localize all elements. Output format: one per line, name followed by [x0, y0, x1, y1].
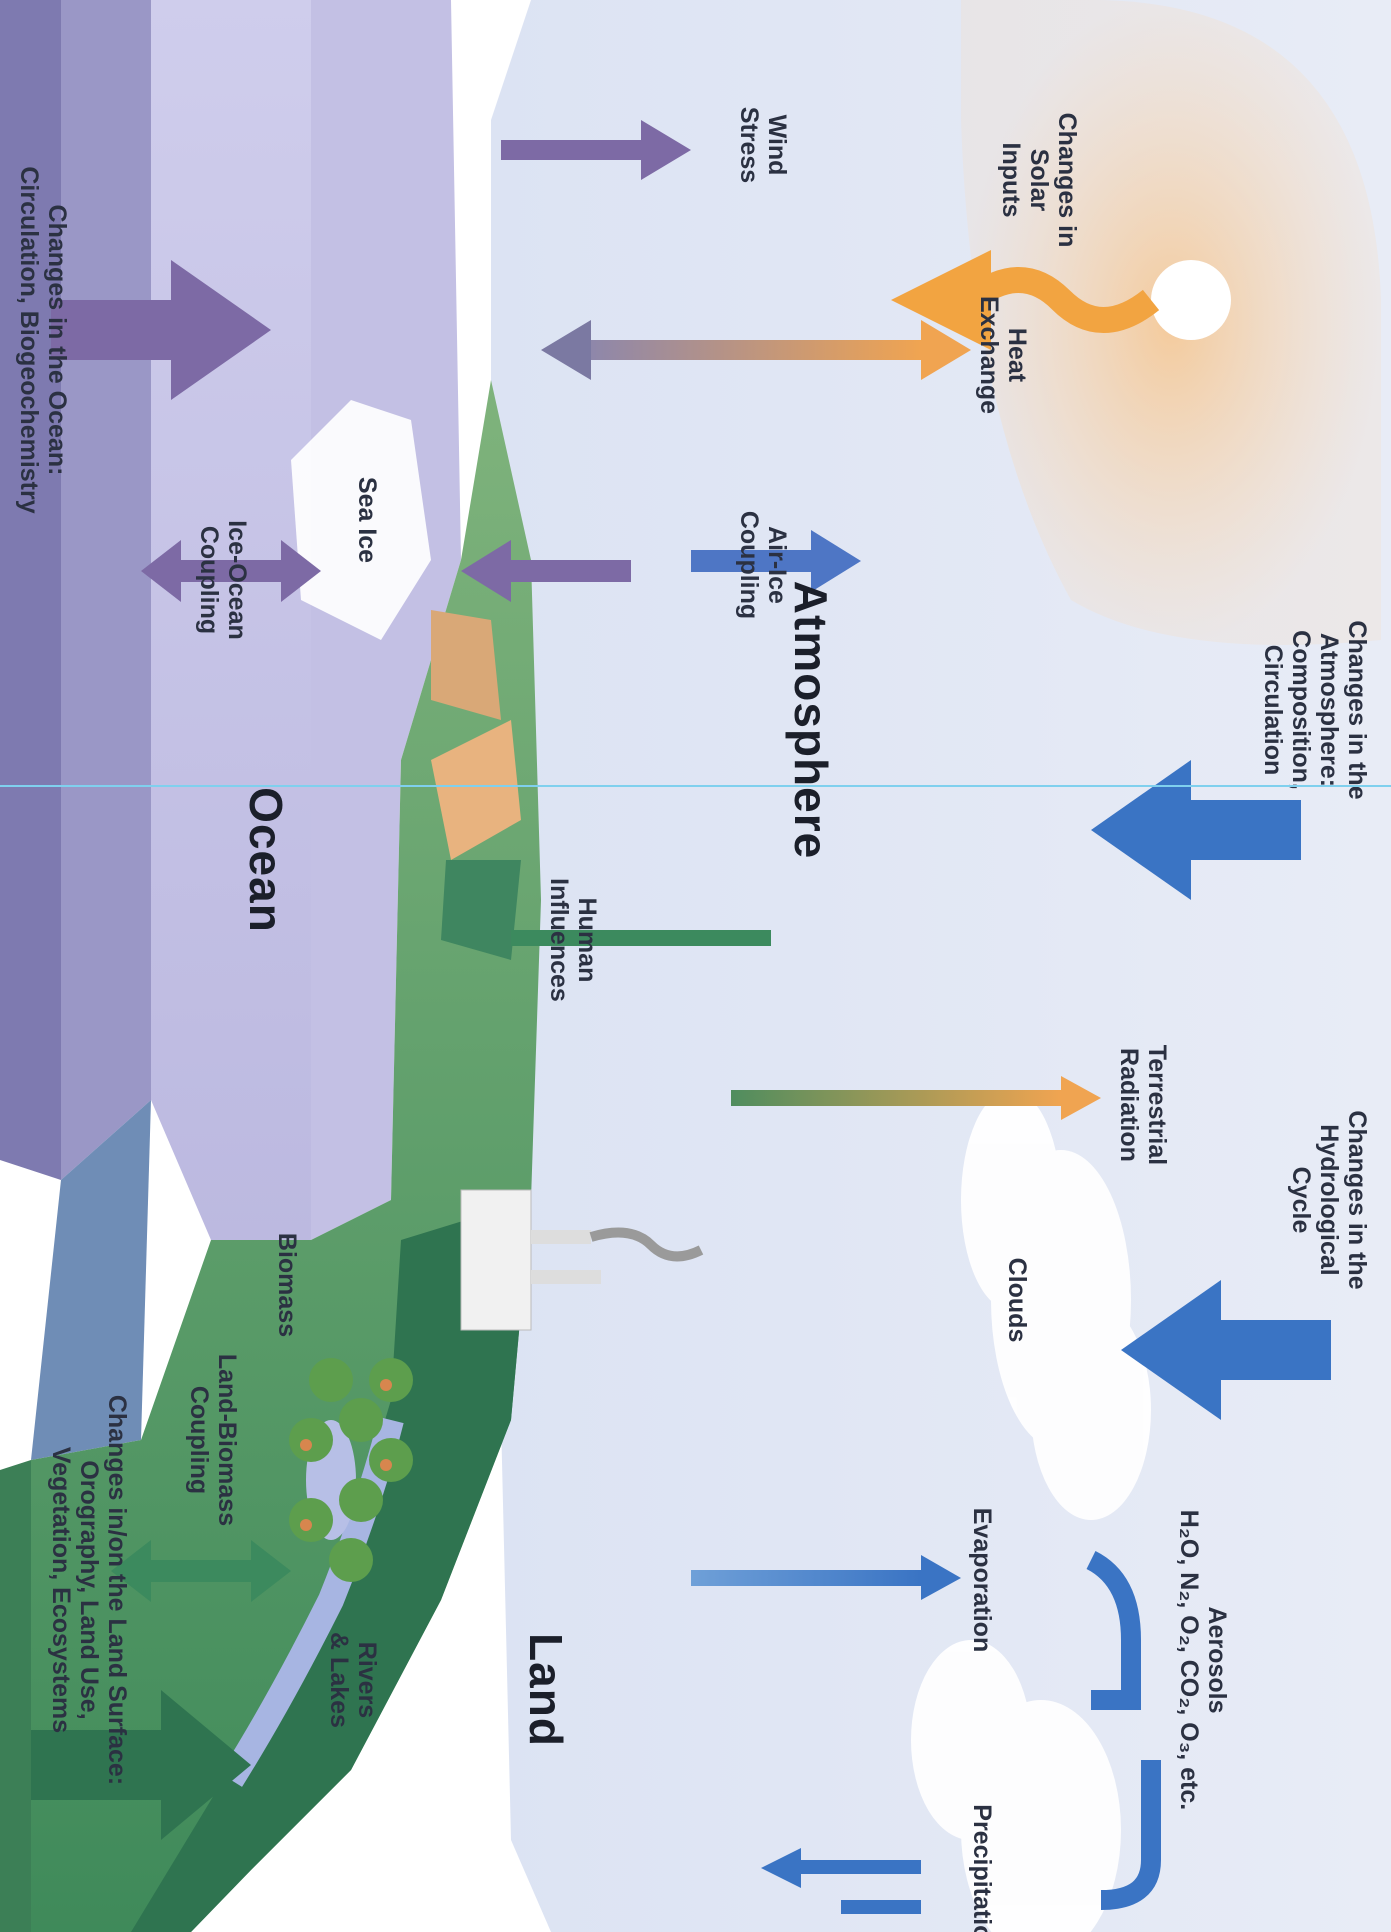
label-aerosols: Aerosols H₂O, N₂, O₂, CO₂, O₃, etc.: [1175, 1440, 1231, 1880]
label-evaporation: Evaporation: [968, 1500, 996, 1660]
label-precipitation: Precipitation: [968, 1790, 996, 1932]
label-clouds: Clouds: [1003, 1240, 1031, 1360]
label-land-changes: Changes in/on the Land Surface: Orograph…: [47, 1370, 131, 1810]
label-terrestrial-radiation: Terrestrial Radiation: [1115, 1020, 1171, 1190]
ocean-side-face: [61, 0, 151, 1180]
scan-fold-line: [0, 785, 1391, 787]
sun-icon: [1151, 260, 1231, 340]
label-wind-stress: Wind Stress: [735, 90, 791, 200]
label-hydrological-changes: Changes in the Hydrological Cycle: [1287, 1080, 1371, 1320]
region-label-land: Land: [519, 1590, 571, 1790]
label-human-influences: Human Influences: [545, 860, 601, 1020]
label-atmosphere-changes: Changes in the Atmosphere: Composition, …: [1259, 580, 1371, 840]
label-sea-ice: Sea Ice: [353, 460, 381, 580]
label-ocean-changes: Changes in the Ocean: Circulation, Bioge…: [15, 100, 71, 580]
label-heat-exchange: Heat Exchange: [975, 280, 1031, 430]
region-label-atmosphere: Atmosphere: [784, 560, 836, 880]
label-rivers-lakes: Rivers & Lakes: [325, 1620, 381, 1740]
land-front-face: [0, 1460, 31, 1932]
label-solar-inputs: Changes in Solar Inputs: [997, 80, 1081, 280]
label-biomass: Biomass: [273, 1220, 301, 1350]
label-ice-ocean-coupling: Ice-Ocean Coupling: [195, 500, 251, 660]
label-air-ice-coupling: Air-Ice Coupling: [735, 500, 791, 630]
region-label-ocean: Ocean: [239, 740, 291, 980]
label-land-biomass-coupling: Land-Biomass Coupling: [185, 1340, 241, 1540]
